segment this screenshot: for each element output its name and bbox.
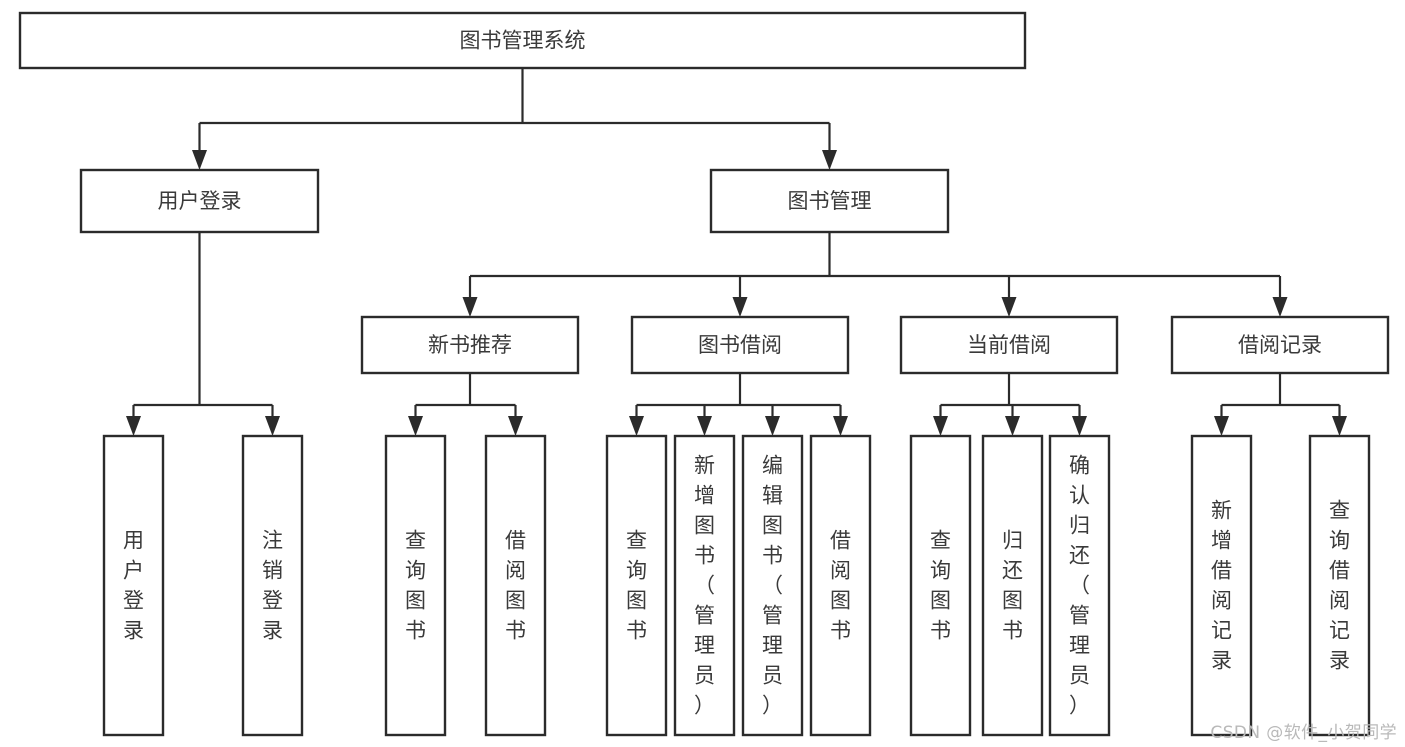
- node-查询图书[interactable]: 查询图书: [909, 434, 972, 737]
- node-新书推荐[interactable]: 新书推荐: [360, 315, 580, 375]
- arrow-head-icon: [697, 416, 712, 436]
- node-label-借阅图书: 借阅图书: [505, 529, 526, 643]
- node-box-图书管理: [709, 168, 950, 234]
- arrow-head-icon: [933, 416, 948, 436]
- node-label-用户登录: 用户登录: [123, 529, 144, 643]
- node-box-查询借阅记录: [1308, 434, 1371, 737]
- node-box-图书管理系统: [18, 11, 1027, 70]
- arrow-head-icon: [126, 416, 141, 436]
- node-box-用户登录: [102, 434, 165, 737]
- arrow-head-icon: [1005, 416, 1020, 436]
- node-label-新增借阅记录: 新增借阅记录: [1211, 499, 1232, 673]
- node-编辑图书管理员[interactable]: 编辑图书（管理员）: [741, 434, 804, 737]
- node-box-编辑图书管理员: [741, 434, 804, 737]
- arrow-head-icon: [462, 297, 478, 317]
- csdn-watermark: CSDN @软件_小贺同学: [1210, 723, 1397, 743]
- node-box-确认归还管理员: [1048, 434, 1111, 737]
- node-box-借阅记录: [1170, 315, 1390, 375]
- node-用户登录[interactable]: 用户登录: [79, 168, 320, 234]
- node-label-查询图书: 查询图书: [405, 529, 426, 643]
- node-图书管理系统[interactable]: 图书管理系统: [18, 11, 1027, 70]
- node-查询图书[interactable]: 查询图书: [384, 434, 447, 737]
- node-新增借阅记录[interactable]: 新增借阅记录: [1190, 434, 1253, 737]
- node-确认归还管理员[interactable]: 确认归还（管理员）: [1048, 434, 1111, 737]
- node-注销登录[interactable]: 注销登录: [241, 434, 304, 737]
- arrow-head-icon: [508, 416, 523, 436]
- node-查询图书[interactable]: 查询图书: [605, 434, 668, 737]
- node-box-查询图书: [909, 434, 972, 737]
- arrow-head-icon: [1332, 416, 1347, 436]
- node-layer: 图书管理系统用户登录图书管理新书推荐图书借阅当前借阅借阅记录用户登录注销登录查询…: [18, 11, 1390, 737]
- node-借阅图书[interactable]: 借阅图书: [484, 434, 547, 737]
- node-label-图书管理系统: 图书管理系统: [460, 29, 586, 53]
- node-借阅记录[interactable]: 借阅记录: [1170, 315, 1390, 375]
- node-图书管理[interactable]: 图书管理: [709, 168, 950, 234]
- arrow-head-icon: [629, 416, 644, 436]
- arrow-head-icon: [1001, 297, 1017, 317]
- node-label-新书推荐: 新书推荐: [428, 333, 512, 357]
- node-label-注销登录: 注销登录: [262, 529, 283, 643]
- node-box-注销登录: [241, 434, 304, 737]
- node-box-借阅图书: [484, 434, 547, 737]
- node-归还图书[interactable]: 归还图书: [981, 434, 1044, 737]
- node-label-查询借阅记录: 查询借阅记录: [1329, 499, 1350, 673]
- node-box-查询图书: [384, 434, 447, 737]
- node-label-借阅记录: 借阅记录: [1238, 333, 1322, 357]
- node-新增图书管理员[interactable]: 新增图书（管理员）: [673, 434, 736, 737]
- node-label-用户登录: 用户登录: [158, 189, 242, 213]
- node-label-归还图书: 归还图书: [1002, 529, 1023, 643]
- node-label-借阅图书: 借阅图书: [830, 529, 851, 643]
- arrow-head-icon: [265, 416, 280, 436]
- node-box-新书推荐: [360, 315, 580, 375]
- node-box-新增借阅记录: [1190, 434, 1253, 737]
- node-label-当前借阅: 当前借阅: [967, 333, 1051, 357]
- node-label-图书管理: 图书管理: [788, 189, 872, 213]
- arrow-head-icon: [192, 150, 207, 170]
- node-label-查询图书: 查询图书: [930, 529, 951, 643]
- node-label-查询图书: 查询图书: [626, 529, 647, 643]
- node-box-当前借阅: [899, 315, 1119, 375]
- node-label-新增图书管理员: 新增图书（管理员）: [694, 454, 715, 718]
- arrow-head-icon: [765, 416, 780, 436]
- node-label-图书借阅: 图书借阅: [698, 333, 782, 357]
- arrow-head-icon: [1214, 416, 1229, 436]
- arrow-head-icon: [732, 297, 748, 317]
- node-借阅图书[interactable]: 借阅图书: [809, 434, 872, 737]
- node-查询借阅记录[interactable]: 查询借阅记录: [1308, 434, 1371, 737]
- node-box-用户登录: [79, 168, 320, 234]
- node-图书借阅[interactable]: 图书借阅: [630, 315, 850, 375]
- node-用户登录[interactable]: 用户登录: [102, 434, 165, 737]
- node-box-图书借阅: [630, 315, 850, 375]
- arrow-head-icon: [1072, 416, 1087, 436]
- arrow-head-icon: [1272, 297, 1288, 317]
- node-box-借阅图书: [809, 434, 872, 737]
- node-label-编辑图书管理员: 编辑图书（管理员）: [762, 454, 783, 718]
- connector-layer: [126, 68, 1347, 436]
- node-当前借阅[interactable]: 当前借阅: [899, 315, 1119, 375]
- node-label-确认归还管理员: 确认归还（管理员）: [1069, 454, 1090, 718]
- arrow-head-icon: [408, 416, 423, 436]
- node-box-新增图书管理员: [673, 434, 736, 737]
- node-box-归还图书: [981, 434, 1044, 737]
- arrow-head-icon: [822, 150, 837, 170]
- arrow-head-icon: [833, 416, 848, 436]
- node-box-查询图书: [605, 434, 668, 737]
